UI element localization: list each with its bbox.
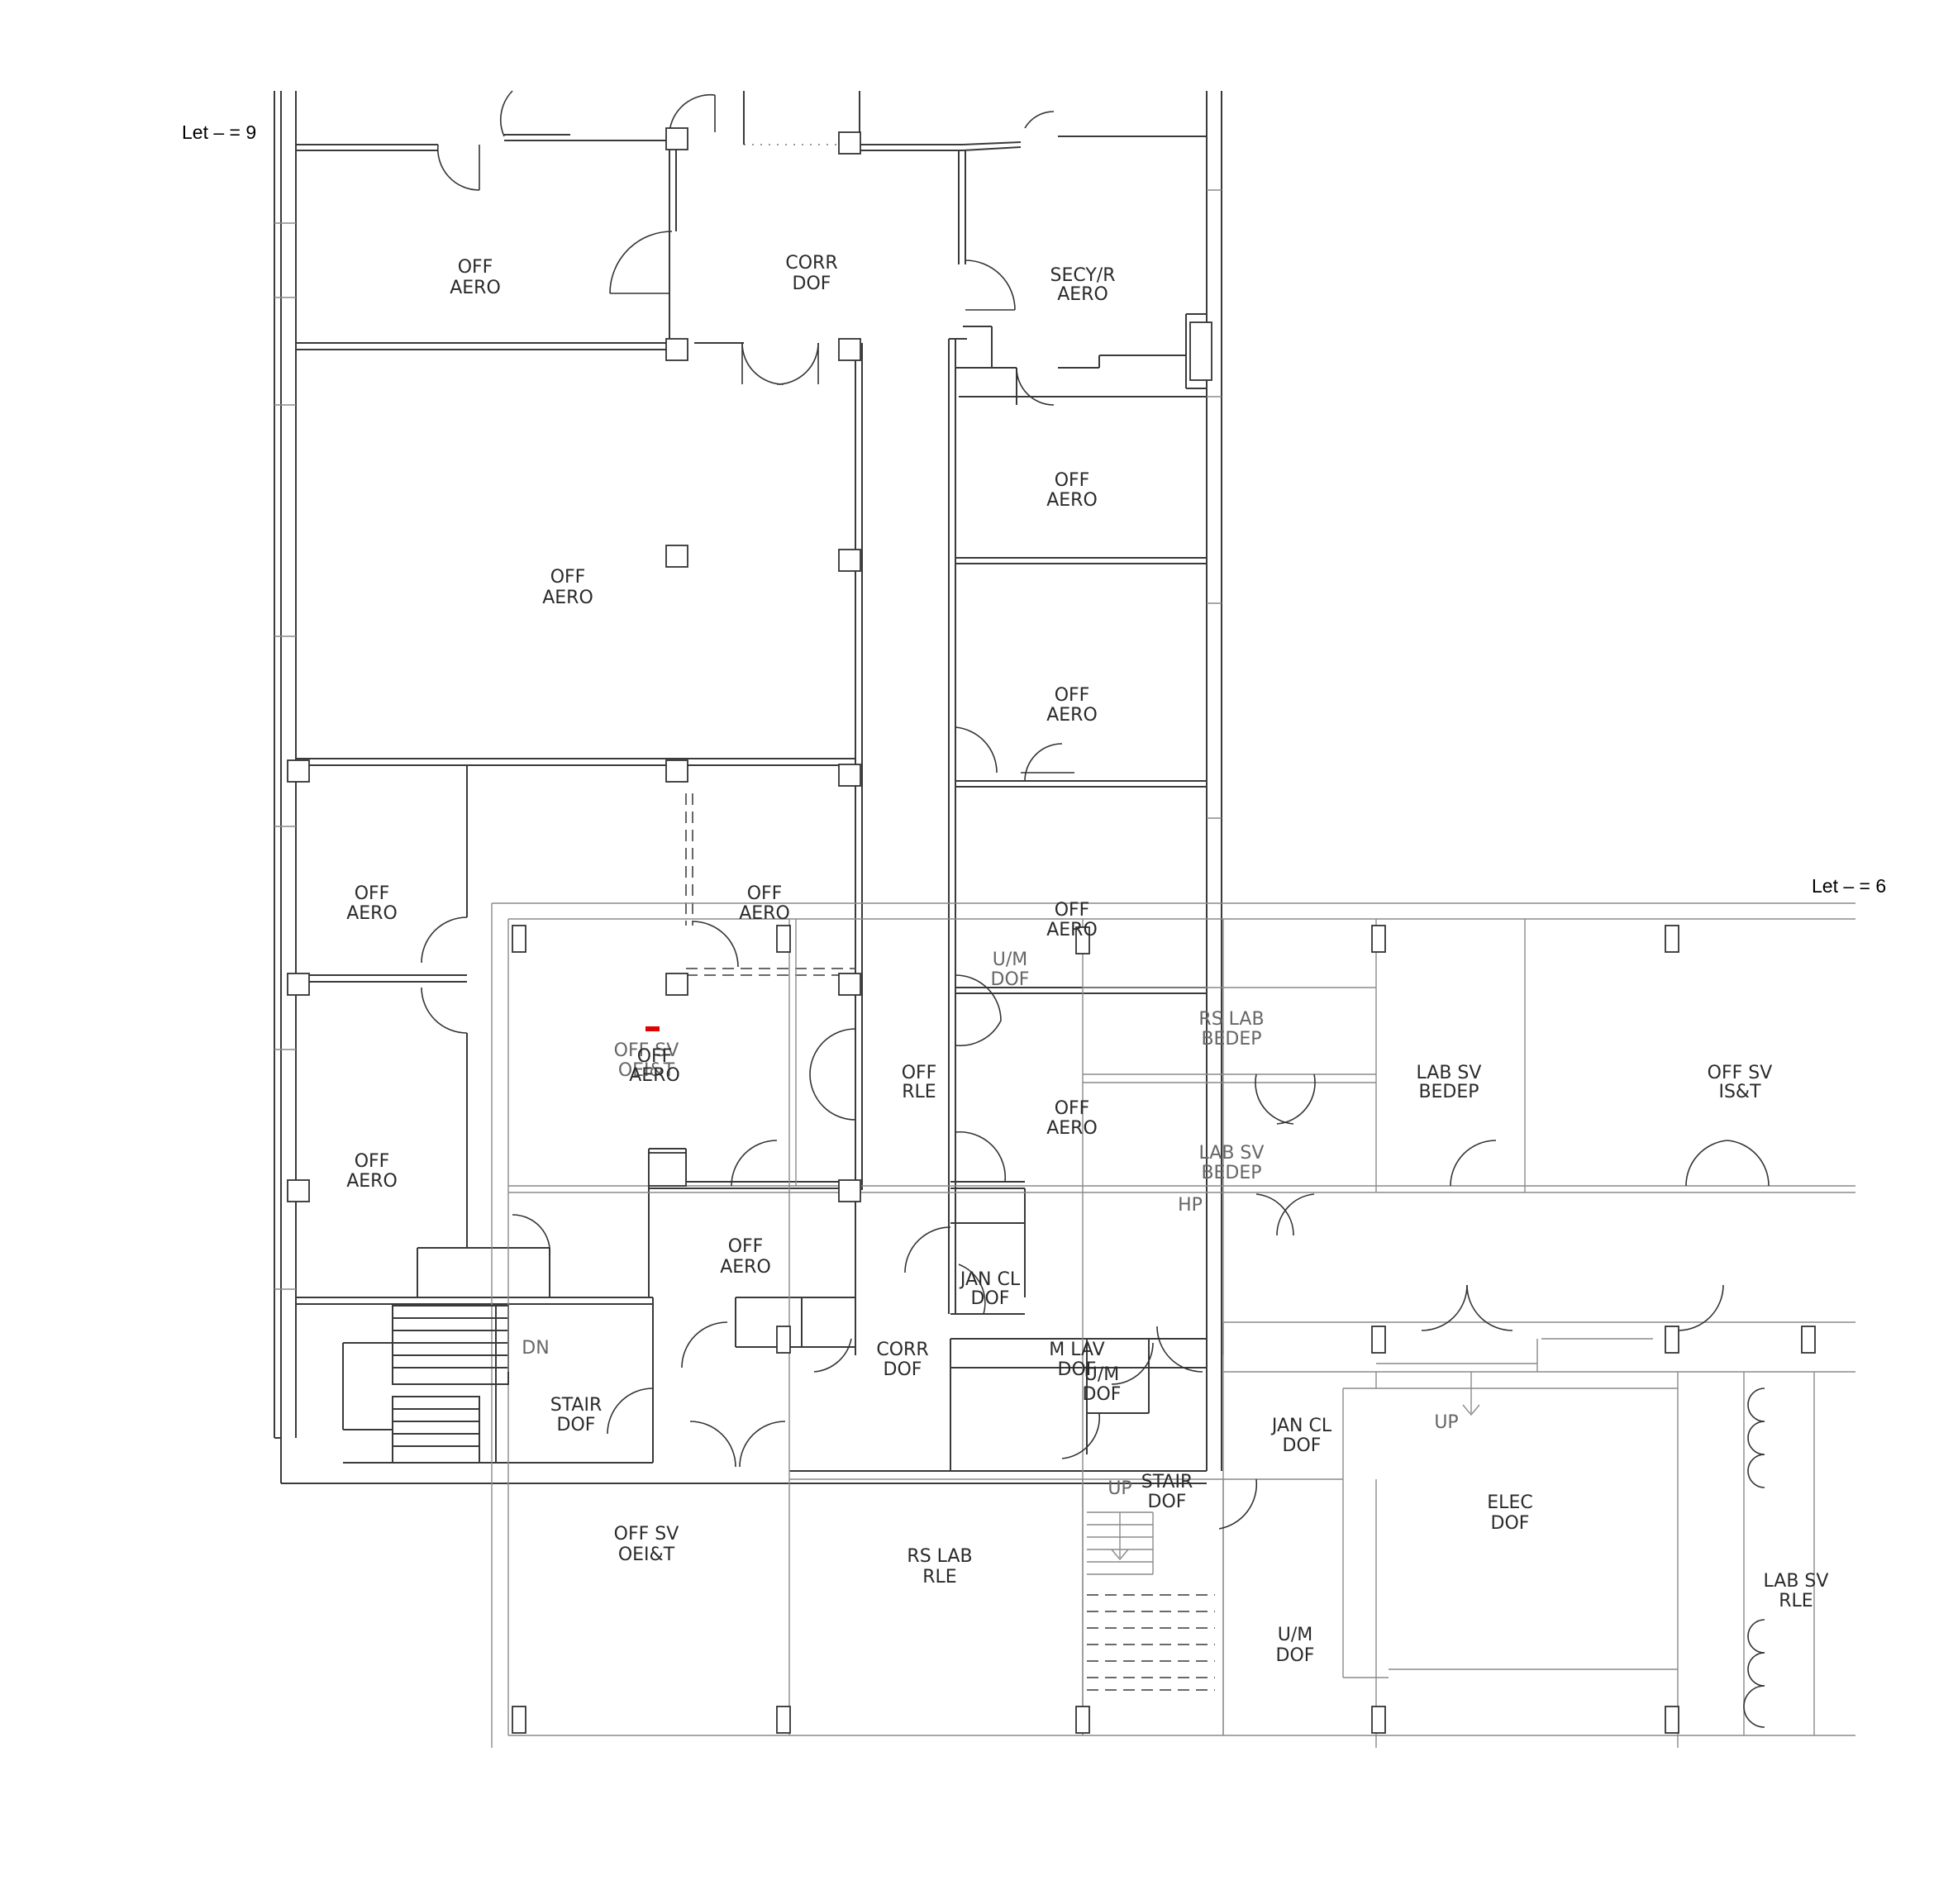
room-r10-line1: U/M [993,950,1028,970]
room-r32-line2: RLE [1779,1591,1813,1611]
room-r27-line1: STAIR [1141,1472,1193,1492]
room-r32-line1: LAB SV [1764,1571,1829,1592]
room-r25-line1: STAIR [550,1395,603,1416]
room-r22-line2: DOF [884,1359,922,1380]
level-label-right: Let – = 6 [1812,875,1886,897]
room-r15-line2: BEDEP [1418,1082,1479,1102]
room-r8-line2: AERO [739,903,790,924]
room-r24-line2: DOF [1083,1384,1122,1405]
room-r7-line2: AERO [346,903,398,924]
room-r12-line1: OFF [637,1046,673,1067]
room-r5-line2: AERO [542,588,593,608]
room-r9-line1: OFF [1055,900,1090,921]
up-arrow-head [1462,1404,1480,1416]
room-r30-line2: RLE [922,1567,956,1587]
annotation-up-elec: UP [1434,1412,1458,1433]
room-r3-line1: SECY/R [1050,265,1116,286]
room-r21-line1: JAN CL [959,1269,1021,1290]
room-r26-line2: DOF [1283,1435,1322,1456]
door-swings [421,90,1770,1530]
room-r6-line2: AERO [1046,705,1098,726]
room-r9-line2: AERO [1046,920,1098,940]
room-r31-line1: U/M [1278,1625,1313,1645]
upper-interior-walls [296,91,1207,1472]
room-r18-line1: OFF [355,1151,390,1172]
room-r17-line1: OFF [1055,1098,1090,1119]
room-r5-line1: OFF [550,567,586,588]
room-r31-line2: DOF [1276,1645,1315,1666]
room-r17-line2: AERO [1046,1118,1098,1139]
room-r4-line1: OFF [1055,470,1090,491]
room-r4-line2: AERO [1046,490,1098,511]
room-r7-line1: OFF [355,883,390,904]
stair-arrow-head [1111,1549,1129,1561]
room-r6-line1: OFF [1055,685,1090,706]
room-r14-line1: RS LAB [1198,1009,1264,1030]
room-r11-line1: OFF SV [614,1040,679,1061]
room-r29-line2: OEI&T [618,1545,675,1565]
upper-exterior-walls [274,91,1222,1484]
room-r24-line1: U/M [1084,1364,1120,1385]
room-r19-line2: BEDEP [1201,1163,1261,1183]
room-r11-line2: OEI&T [618,1060,675,1081]
room-r19-line1: LAB SV [1199,1143,1265,1164]
room-r10-line2: DOF [991,969,1030,990]
room-r28-line2: DOF [1491,1513,1530,1534]
annotation-up-stair: UP [1108,1478,1131,1499]
room-r14-line2: BEDEP [1201,1029,1261,1050]
level-label-upper: Let – = 9 [182,121,256,143]
room-r20-line2: AERO [720,1257,771,1278]
room-r1-line2: AERO [450,278,501,298]
lower-plan-walls [491,902,1855,1748]
room-r25-line2: DOF [557,1415,596,1435]
room-r16-line1: OFF SV [1708,1063,1773,1083]
room-r8-line1: OFF [747,883,783,904]
room-r3-line2: AERO [1057,284,1108,305]
room-r18-line2: AERO [346,1171,398,1192]
columns [287,127,1816,1734]
room-r2-line1: CORR [785,253,837,274]
room-labels: OFF AERO CORR DOF SECY/R AERO OFF AERO O… [346,253,1828,1666]
room-r28-line1: ELEC [1487,1492,1532,1513]
stair-treads-lower [1087,1511,1215,1691]
room-r16-line2: IS&T [1718,1082,1761,1102]
room-r22-line1: CORR [876,1340,928,1360]
annotation-dn: DN [522,1338,549,1359]
room-r13-line1: OFF [902,1063,937,1083]
room-r30-line1: RS LAB [907,1546,972,1567]
room-r20-line1: OFF [728,1236,764,1257]
room-r26-line1: JAN CL [1270,1416,1332,1436]
room-r1-line1: OFF [458,257,493,278]
room-r29-line1: OFF SV [614,1524,679,1545]
room-r2-line2: DOF [793,274,831,294]
room-r23-line1: M LAV [1049,1340,1104,1360]
room-r23-line2: DOF [1058,1359,1097,1380]
room-r27-line2: DOF [1148,1492,1187,1512]
door-swings-right [1743,1388,1765,1728]
room-r21-line2: DOF [971,1288,1010,1309]
stair-treads-upper [342,1305,509,1464]
room-r15-line1: LAB SV [1417,1063,1482,1083]
room-r12-line2: AERO [629,1065,680,1086]
room-r13-line2: RLE [902,1082,936,1102]
annotation-hp: HP [1178,1195,1203,1216]
location-marker [645,1026,660,1031]
